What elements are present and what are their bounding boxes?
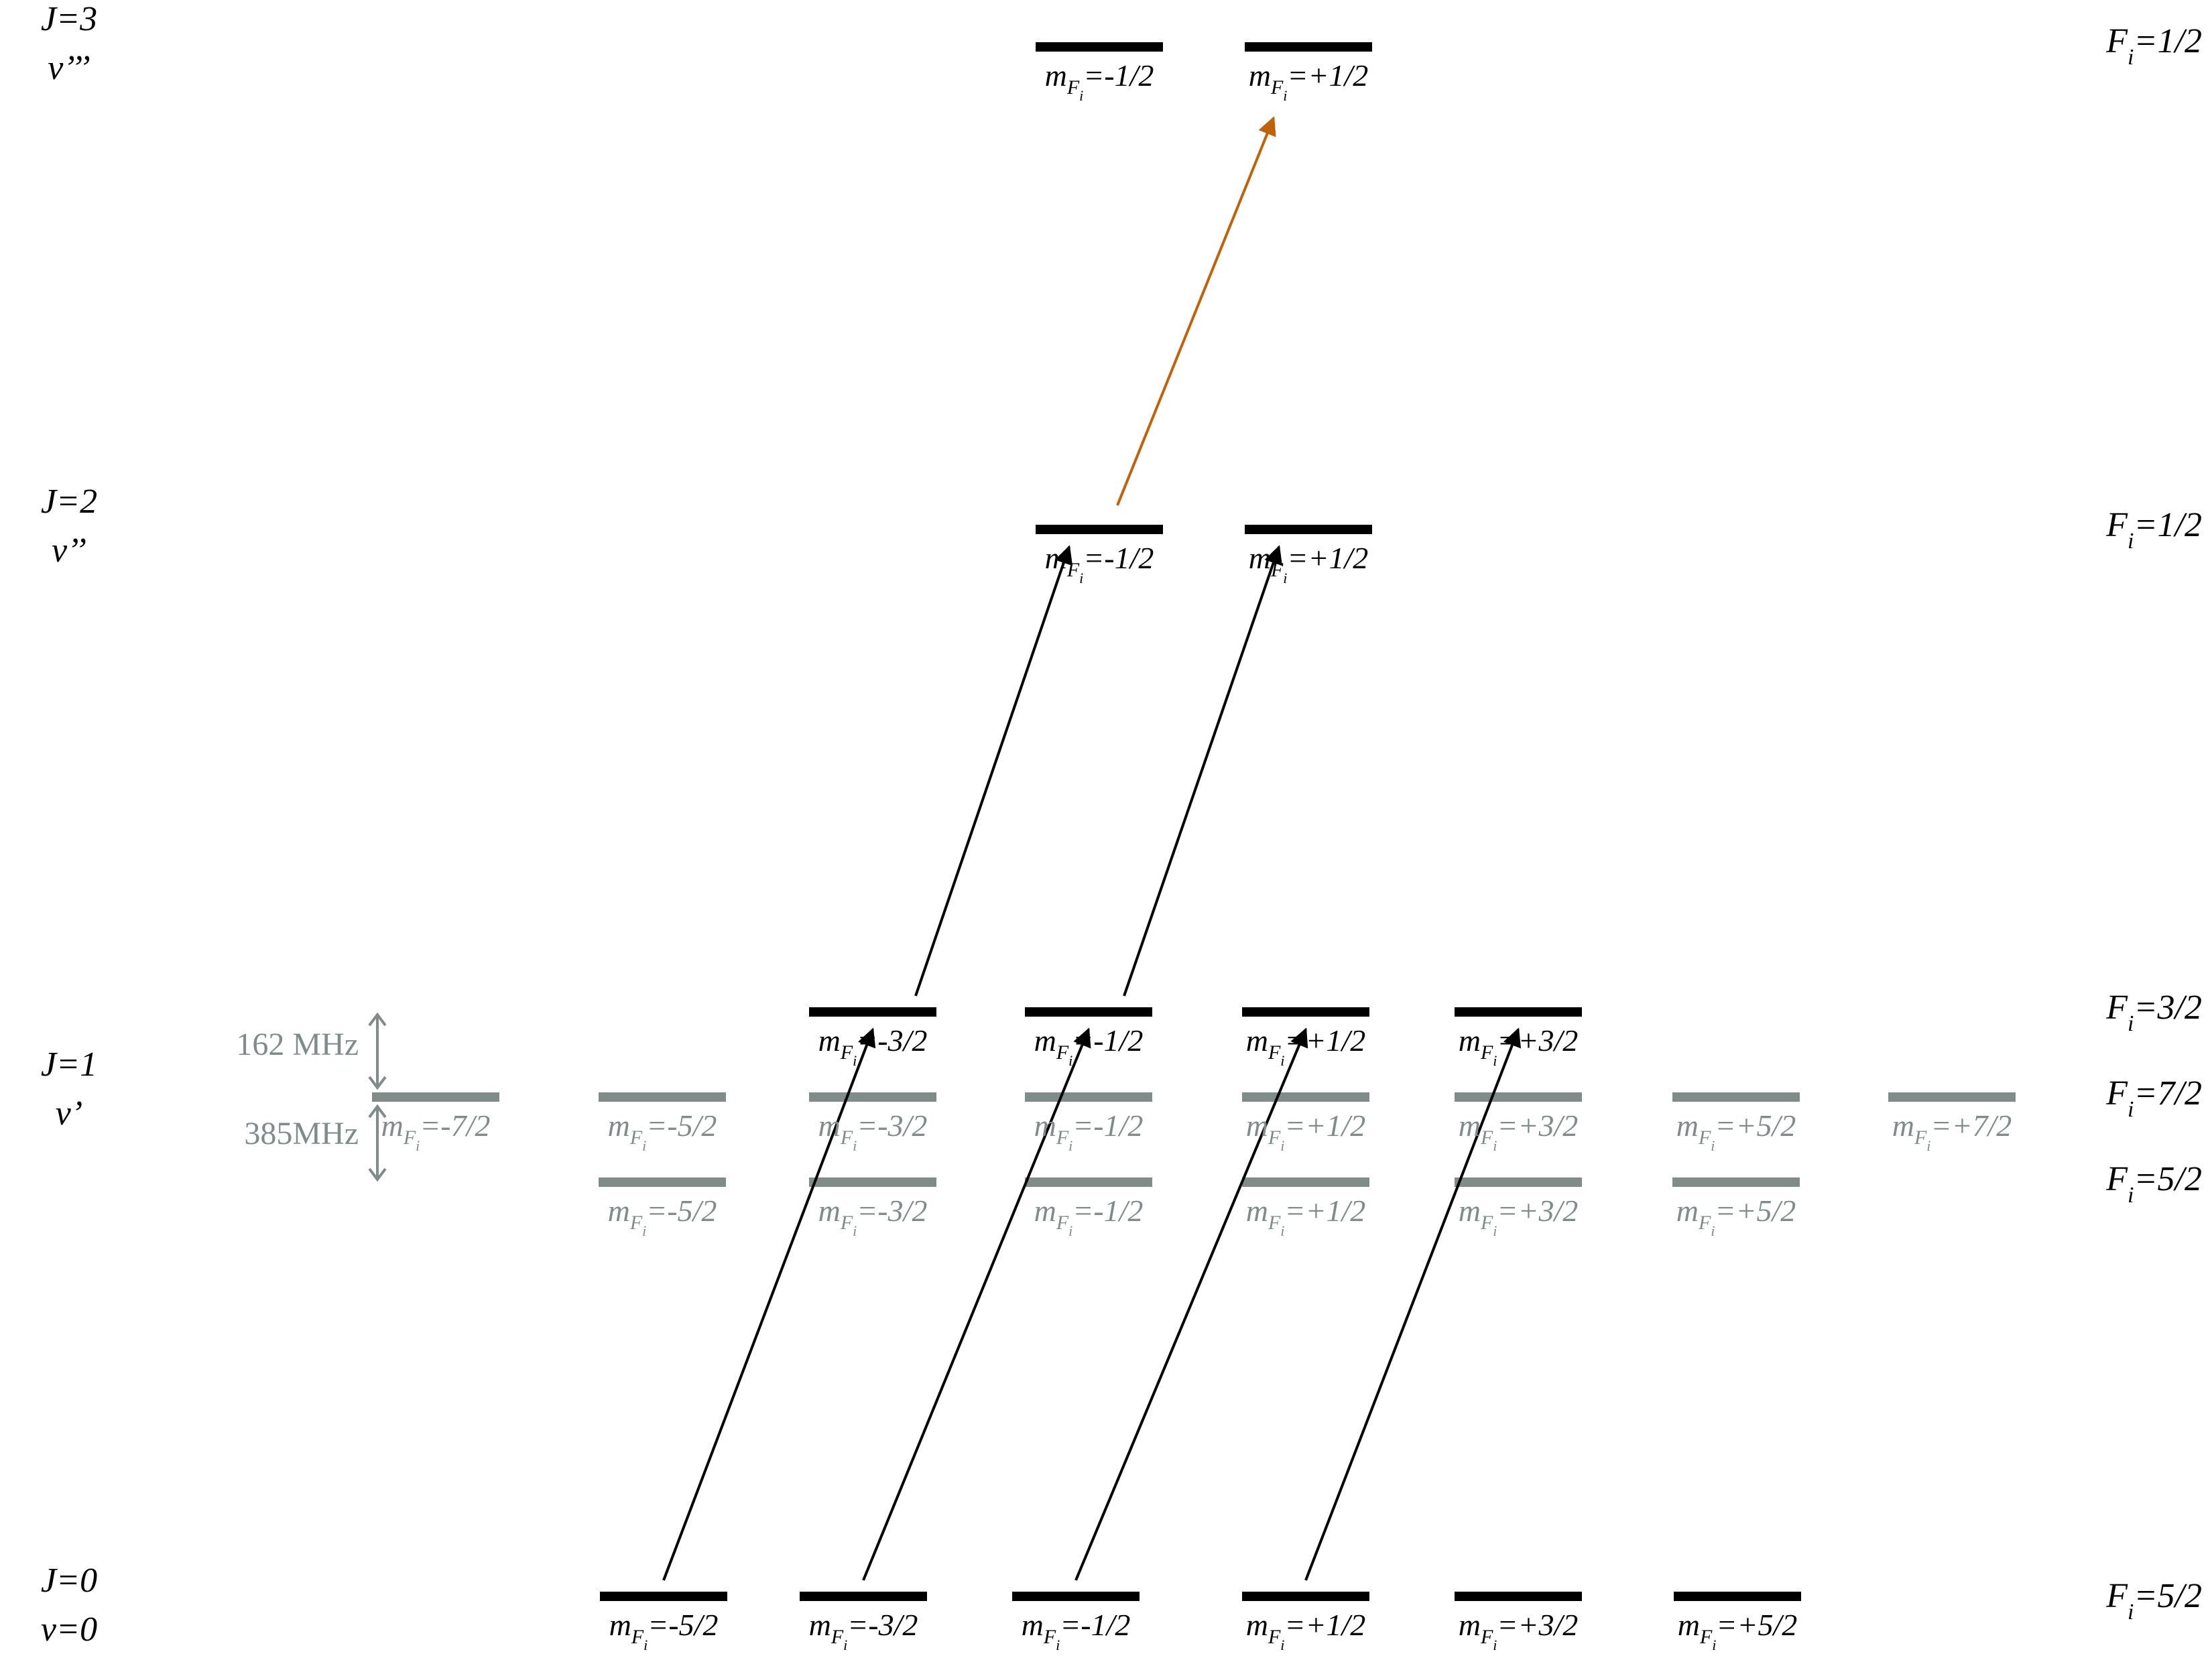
level-label-j1_f52-0: mFi=-5/2 xyxy=(608,1194,717,1239)
level-label-j1_f32-2: mFi=+1/2 xyxy=(1246,1023,1366,1069)
f-label-j0: Fi=5/2 xyxy=(2105,1577,2202,1624)
level-label-j1_f32-3: mFi=+3/2 xyxy=(1459,1023,1579,1069)
splitting-arrowhead-bottom-0 xyxy=(368,1076,387,1090)
level-label-j1_f72-1: mFi=-5/2 xyxy=(608,1108,717,1154)
v-label-j1: v’ xyxy=(56,1094,82,1133)
splitting-arrowhead-top-0 xyxy=(368,1012,387,1027)
level-label-j0-4: mFi=+3/2 xyxy=(1459,1608,1579,1653)
j-label-j0: J=0 xyxy=(41,1561,97,1600)
v-label-j3: v’’’ xyxy=(48,49,90,87)
j-label-j3: J=3 xyxy=(41,0,97,38)
transitions-layer xyxy=(662,116,1521,1581)
level-label-j3-1: mFi=+1/2 xyxy=(1249,58,1369,104)
level-label-j1_f52-1: mFi=-3/2 xyxy=(818,1194,928,1239)
transition-arrow-6 xyxy=(1116,116,1276,506)
level-label-j0-2: mFi=-1/2 xyxy=(1022,1608,1131,1653)
transition-arrow-0 xyxy=(662,1027,876,1581)
f-label-j3: Fi=1/2 xyxy=(2105,22,2202,70)
level-label-j1_f72-7: mFi=+7/2 xyxy=(1892,1108,2012,1154)
transition-arrow-5 xyxy=(1123,545,1283,997)
level-label-j1_f52-5: mFi=+5/2 xyxy=(1676,1194,1796,1239)
labels-layer: mFi=-1/2 mFi=+1/2 mFi=-1/2 mFi=+1/2 mFi=-3/2… xyxy=(41,0,2202,1653)
level-label-j3-0: mFi=-1/2 xyxy=(1045,58,1154,104)
level-label-j1_f52-3: mFi=+1/2 xyxy=(1246,1194,1366,1239)
level-label-j1_f72-5: mFi=+3/2 xyxy=(1459,1108,1579,1154)
f-label-j2: Fi=1/2 xyxy=(2105,506,2202,554)
transition-arrow-1 xyxy=(862,1027,1091,1581)
j-label-j1: J=1 xyxy=(41,1045,97,1084)
level-label-j0-5: mFi=+5/2 xyxy=(1678,1608,1798,1653)
level-label-j0-0: mFi=-5/2 xyxy=(609,1608,719,1653)
levels-layer xyxy=(372,42,2016,1601)
f-label-j1-1: Fi=7/2 xyxy=(2105,1074,2202,1122)
f-label-j1-0: Fi=3/2 xyxy=(2105,989,2202,1036)
level-label-j2-1: mFi=+1/2 xyxy=(1249,541,1369,586)
level-label-j1_f32-1: mFi=-1/2 xyxy=(1034,1023,1144,1069)
level-label-j0-1: mFi=-3/2 xyxy=(809,1608,918,1653)
transition-arrow-3 xyxy=(1304,1027,1521,1581)
level-label-j1_f72-6: mFi=+5/2 xyxy=(1676,1108,1796,1154)
transition-arrow-4 xyxy=(914,545,1073,997)
v-label-j0: v=0 xyxy=(41,1610,97,1649)
splitting-arrowhead-bottom-1 xyxy=(368,1167,387,1182)
level-label-j1_f32-0: mFi=-3/2 xyxy=(818,1023,928,1069)
j-label-j2: J=2 xyxy=(41,483,97,521)
level-label-j1_f52-4: mFi=+3/2 xyxy=(1459,1194,1579,1239)
level-label-j0-3: mFi=+1/2 xyxy=(1246,1608,1366,1653)
level-label-j1_f72-3: mFi=-1/2 xyxy=(1034,1108,1144,1154)
splitting-arrowhead-top-1 xyxy=(368,1104,387,1119)
v-label-j2: v’’ xyxy=(52,531,86,570)
f-label-j1-2: Fi=5/2 xyxy=(2105,1160,2202,1208)
splitting-label-0: 162 MHz xyxy=(236,1027,359,1062)
level-label-j1_f72-2: mFi=-3/2 xyxy=(818,1108,928,1154)
level-label-j2-0: mFi=-1/2 xyxy=(1045,541,1154,586)
transition-arrow-2 xyxy=(1074,1027,1308,1581)
level-label-j1_f72-4: mFi=+1/2 xyxy=(1246,1108,1366,1154)
splitting-label-1: 385MHz xyxy=(244,1116,359,1151)
level-label-j1_f52-2: mFi=-1/2 xyxy=(1034,1194,1144,1239)
level-label-j1_f72-0: mFi=-7/2 xyxy=(381,1108,491,1154)
